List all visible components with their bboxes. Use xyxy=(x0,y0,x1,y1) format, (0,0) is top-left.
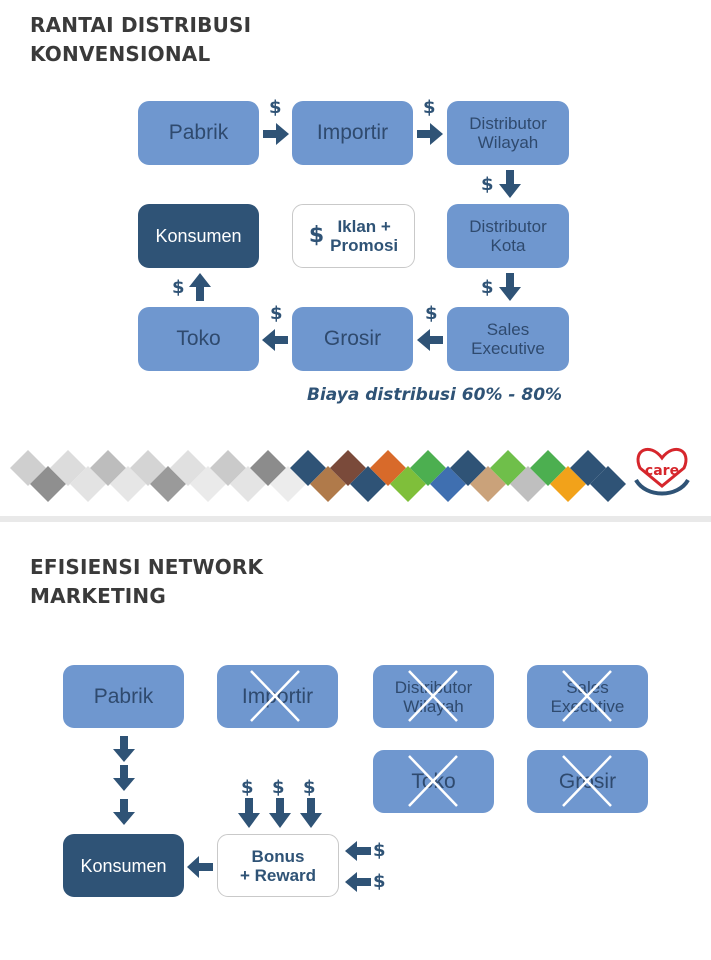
dollar-sign: $ xyxy=(272,777,285,798)
arrow-left-icon xyxy=(417,329,443,351)
box-bonus-reward: Bonus + Reward xyxy=(217,834,339,897)
arrow-left-icon xyxy=(262,329,288,351)
dollar-sign: $ xyxy=(373,871,386,892)
dollar-sign: $ xyxy=(303,777,316,798)
conventional-distribution-panel: RANTAI DISTRIBUSI KONVENSIONAL Pabrik $ … xyxy=(10,13,690,502)
care-logo-icon: care xyxy=(634,447,690,496)
network-marketing-panel: EFISIENSI NETWORK MARKETING Pabrik Impor… xyxy=(0,522,711,960)
arrow-left-icon xyxy=(187,856,213,878)
dollar-sign: $ xyxy=(269,97,282,118)
box-sales-executive-eliminated: Sales Executive xyxy=(527,665,648,728)
diamond-pattern xyxy=(10,450,626,502)
box-distributor-kota: Distributor Kota xyxy=(447,204,569,268)
box-importir-eliminated: Importir xyxy=(217,665,338,728)
iklan-promosi-label: Iklan + Promosi xyxy=(330,217,399,255)
box-grosir: Grosir xyxy=(292,307,413,371)
conventional-heading: RANTAI DISTRIBUSI KONVENSIONAL xyxy=(30,13,252,66)
box-iklan-promosi: $ Iklan + Promosi xyxy=(292,204,415,268)
dollar-sign: $ xyxy=(270,303,283,324)
distribution-cost-note: Biaya distribusi 60% - 80% xyxy=(307,385,563,405)
arrow-down-icon xyxy=(113,736,135,762)
arrow-down-icon xyxy=(238,798,260,828)
box-pabrik: Pabrik xyxy=(63,665,184,728)
dollar-sign: $ xyxy=(373,840,386,861)
panel-divider xyxy=(0,516,711,524)
box-grosir-eliminated: Grosir xyxy=(527,750,648,813)
box-distributor-wilayah: Distributor Wilayah xyxy=(447,101,569,165)
care-logo-text: care xyxy=(645,463,679,479)
box-konsumen: Konsumen xyxy=(63,834,184,897)
dollar-sign: $ xyxy=(481,174,494,195)
arrow-left-icon xyxy=(345,872,371,892)
dollar-sign: $ xyxy=(481,277,494,298)
box-toko: Toko xyxy=(138,307,259,371)
arrow-down-icon xyxy=(113,799,135,825)
dollar-sign: $ xyxy=(172,277,185,298)
dollar-sign: $ xyxy=(423,97,436,118)
box-konsumen: Konsumen xyxy=(138,204,259,268)
dollar-sign: $ xyxy=(308,223,325,248)
arrow-down-icon xyxy=(300,798,322,828)
arrow-right-icon xyxy=(263,123,289,145)
diamond-banner: care xyxy=(10,447,690,502)
box-pabrik: Pabrik xyxy=(138,101,259,165)
arrow-down-icon xyxy=(499,170,521,198)
arrow-up-icon xyxy=(189,273,211,301)
dollar-sign: $ xyxy=(241,777,254,798)
box-importir: Importir xyxy=(292,101,413,165)
box-sales-executive: Sales Executive xyxy=(447,307,569,371)
network-heading: EFISIENSI NETWORK MARKETING xyxy=(30,555,264,608)
arrow-down-icon xyxy=(113,765,135,791)
arrow-down-icon xyxy=(269,798,291,828)
box-toko-eliminated: Toko xyxy=(373,750,494,813)
arrow-left-icon xyxy=(345,841,371,861)
box-distributor-wilayah-eliminated: Distributor Wilayah xyxy=(373,665,494,728)
dollar-sign: $ xyxy=(425,303,438,324)
arrow-right-icon xyxy=(417,123,443,145)
arrow-down-icon xyxy=(499,273,521,301)
